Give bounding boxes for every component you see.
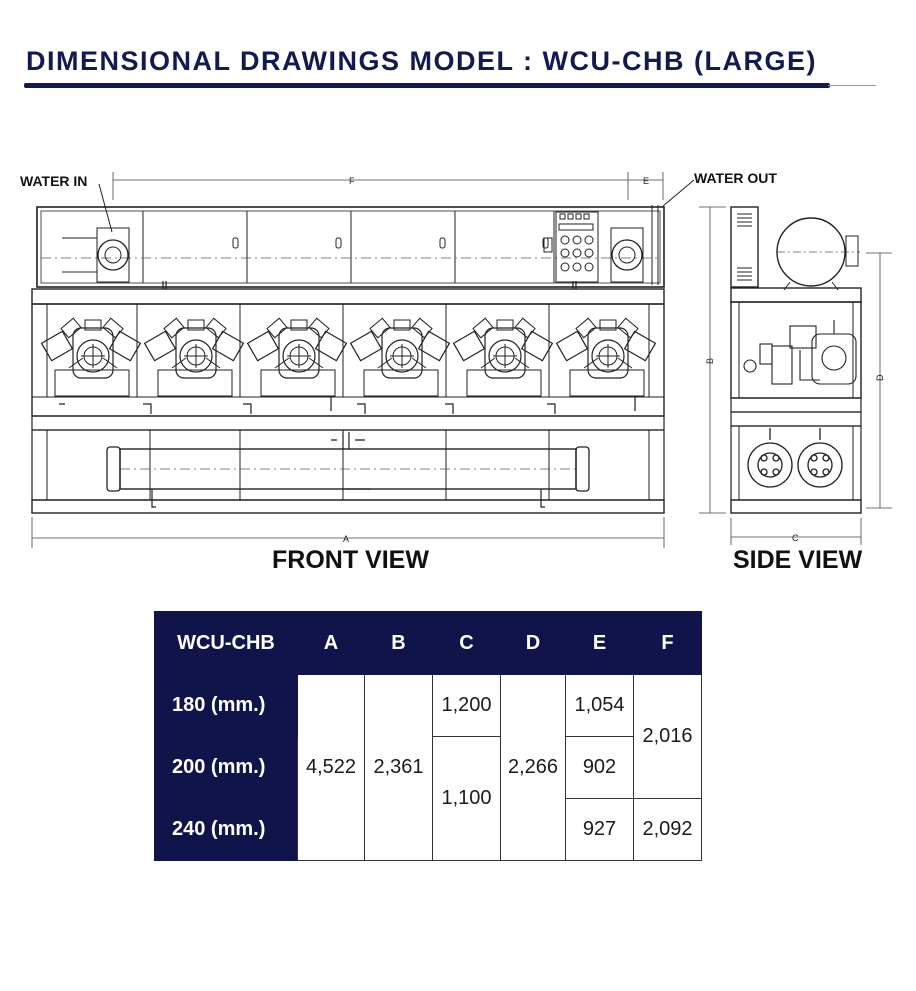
header-f: F [633,611,702,675]
header-model: WCU-CHB [154,611,298,675]
cell-c-200-240: 1,100 [432,736,501,861]
header-a: A [297,611,365,675]
header-c: C [432,611,501,675]
dim-b-label: B [705,358,715,364]
title-underline [24,83,830,88]
dim-a-label: A [343,534,349,544]
cell-a: 4,522 [297,674,365,861]
dimension-table: WCU-CHB A B C D E F 180 (mm.) 4,522 2,36… [154,611,702,861]
dim-e-label: E [643,176,649,186]
header-e: E [565,611,634,675]
cell-b: 2,361 [364,674,433,861]
row-model-240: 240 (mm.) [154,798,298,861]
cell-d: 2,266 [500,674,566,861]
header-d: D [500,611,566,675]
cell-e-180: 1,054 [565,674,634,737]
row-model-200: 200 (mm.) [154,736,298,799]
cell-f-180-200: 2,016 [633,674,702,799]
table-header-row: WCU-CHB A B C D E F [154,611,702,675]
dim-c-label: C [792,533,799,543]
table-row: 200 (mm.) 1,100 902 [154,736,702,861]
cell-f-240: 2,092 [633,798,702,861]
dimensional-drawing: WATER IN WATER OUT F E [20,170,892,574]
cell-c-180: 1,200 [432,674,501,737]
page-title: DIMENSIONAL DRAWINGS MODEL : WCU-CHB (LA… [26,46,817,76]
dim-f-label: F [349,176,355,186]
cell-e-200: 902 [565,736,634,799]
water-out-label: WATER OUT [694,170,777,186]
dim-d-label: D [875,374,885,381]
table-row: 240 (mm.) 927 2,092 [154,798,702,861]
side-view-label: SIDE VIEW [733,546,863,574]
title-underline-thin [828,85,876,86]
water-in-label: WATER IN [20,173,87,189]
cell-e-240: 927 [565,798,634,861]
row-model-180: 180 (mm.) [154,674,298,737]
front-view-label: FRONT VIEW [272,546,429,574]
table-row: 180 (mm.) 4,522 2,361 1,200 2,266 1,054 … [154,674,702,861]
header-b: B [364,611,433,675]
